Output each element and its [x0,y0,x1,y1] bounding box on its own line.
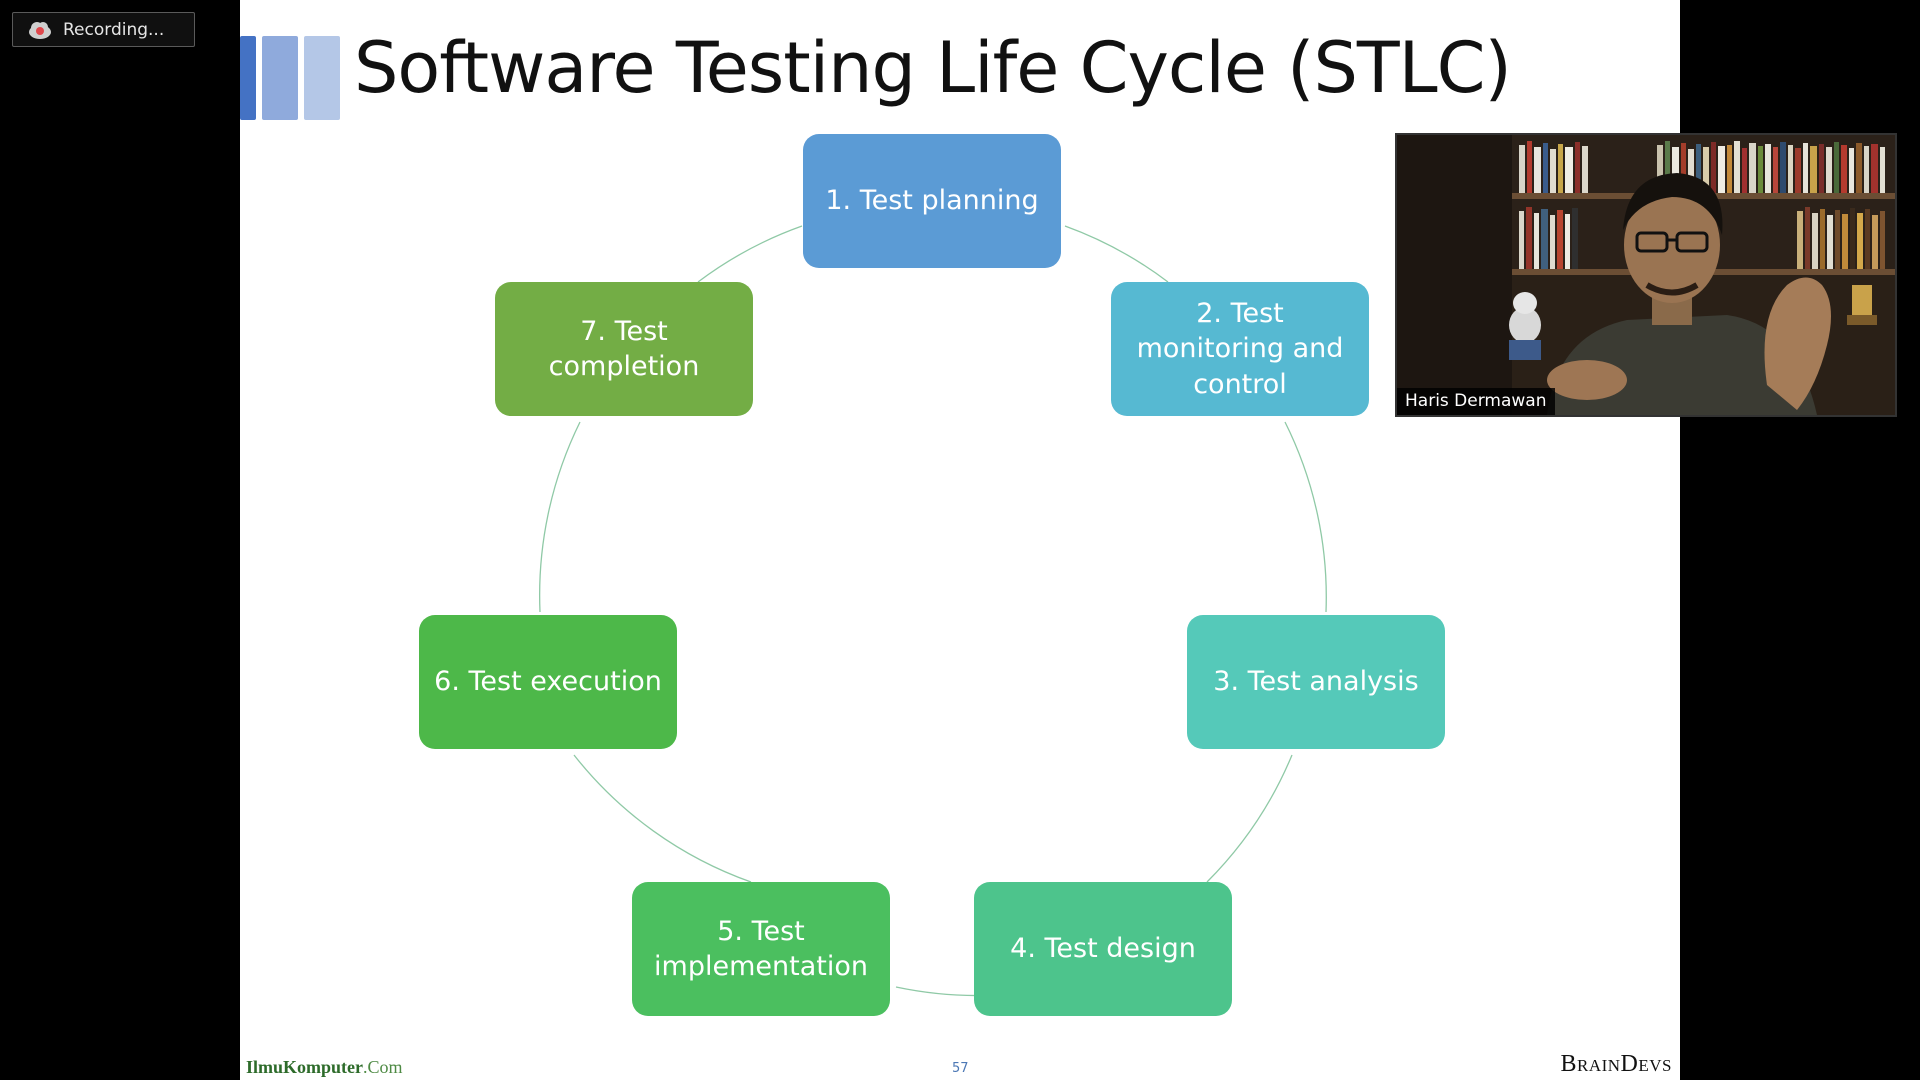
ilmukomputer-logo: IlmuKomputer.Com [246,1057,403,1078]
title-bar-accent-2 [262,36,298,120]
participant-name-tag: Haris Dermawan [1397,388,1555,415]
presentation-slide: Software Testing Life Cycle (STLC) 1. Te… [240,0,1680,1080]
step-test-monitoring-and-control: 2. Test monitoring and control [1111,282,1369,416]
step-test-design: 4. Test design [974,882,1232,1016]
participant-video-feed [1397,135,1895,415]
title-bar-accent-1 [240,36,256,120]
step-test-execution: 6. Test execution [419,615,677,749]
logo-main-text: IlmuKomputer [246,1057,363,1077]
slide-page-number: 57 [952,1061,969,1076]
step-test-completion: 7. Test completion [495,282,753,416]
recording-label: Recording... [63,19,165,40]
step-test-analysis: 3. Test analysis [1187,615,1445,749]
participant-video-tile[interactable]: Haris Dermawan [1395,133,1897,417]
step-test-implementation: 5. Test implementation [632,882,890,1016]
step-test-planning: 1. Test planning [803,134,1061,268]
slide-title: Software Testing Life Cycle (STLC) [354,27,1512,109]
cloud-recording-icon [29,21,51,39]
logo-suffix-text: .Com [363,1057,403,1077]
recording-indicator[interactable]: Recording... [12,12,195,47]
title-bar-accent-3 [304,36,340,120]
braindevs-logo: BrainDevs [1560,1051,1672,1077]
